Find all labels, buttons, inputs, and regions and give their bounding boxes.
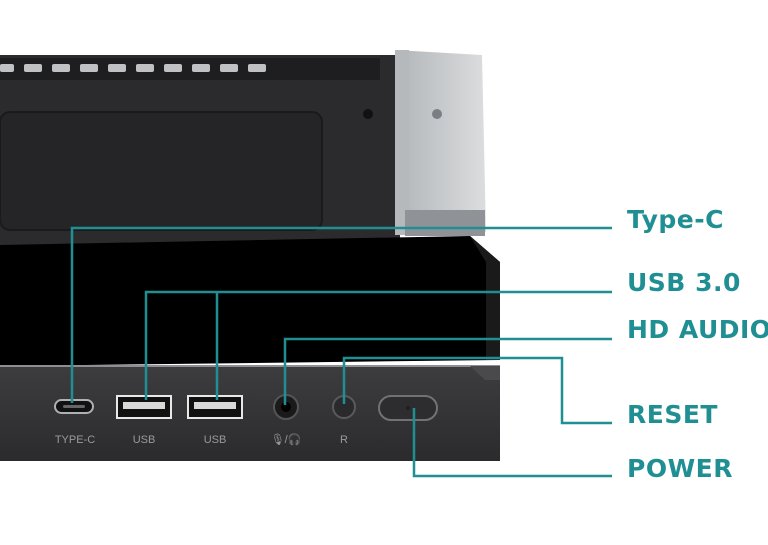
leader-line-reset (342, 356, 612, 425)
port-label-usb-1: USB (133, 434, 156, 446)
case-upper-body (0, 50, 486, 245)
mesh-vent (0, 64, 266, 72)
port-label-type-c: TYPE-C (55, 434, 95, 446)
callout-hd-audio: HD AUDIO (627, 315, 768, 344)
leader-line-usb-1 (144, 290, 612, 400)
case-glass-band (0, 236, 500, 366)
callout-reset: RESET (627, 400, 718, 429)
callout-usb3: USB 3.0 (627, 268, 741, 297)
usb-port-1[interactable] (116, 395, 172, 419)
power-led-icon (406, 406, 410, 410)
power-button[interactable] (378, 395, 438, 421)
usb-port-2[interactable] (187, 395, 243, 419)
port-label-reset: R (340, 434, 348, 446)
callout-power: POWER (627, 454, 733, 483)
leader-line-power (412, 408, 612, 478)
port-label-usb-2: USB (204, 434, 227, 446)
audio-jack[interactable] (273, 394, 299, 420)
leader-line-hd-audio (283, 337, 612, 405)
callout-type-c: Type-C (627, 205, 724, 234)
mic-headphone-icon: 🎙/🎧 (271, 433, 302, 446)
leader-line-type-c (70, 226, 612, 403)
type-c-port[interactable] (54, 399, 94, 414)
